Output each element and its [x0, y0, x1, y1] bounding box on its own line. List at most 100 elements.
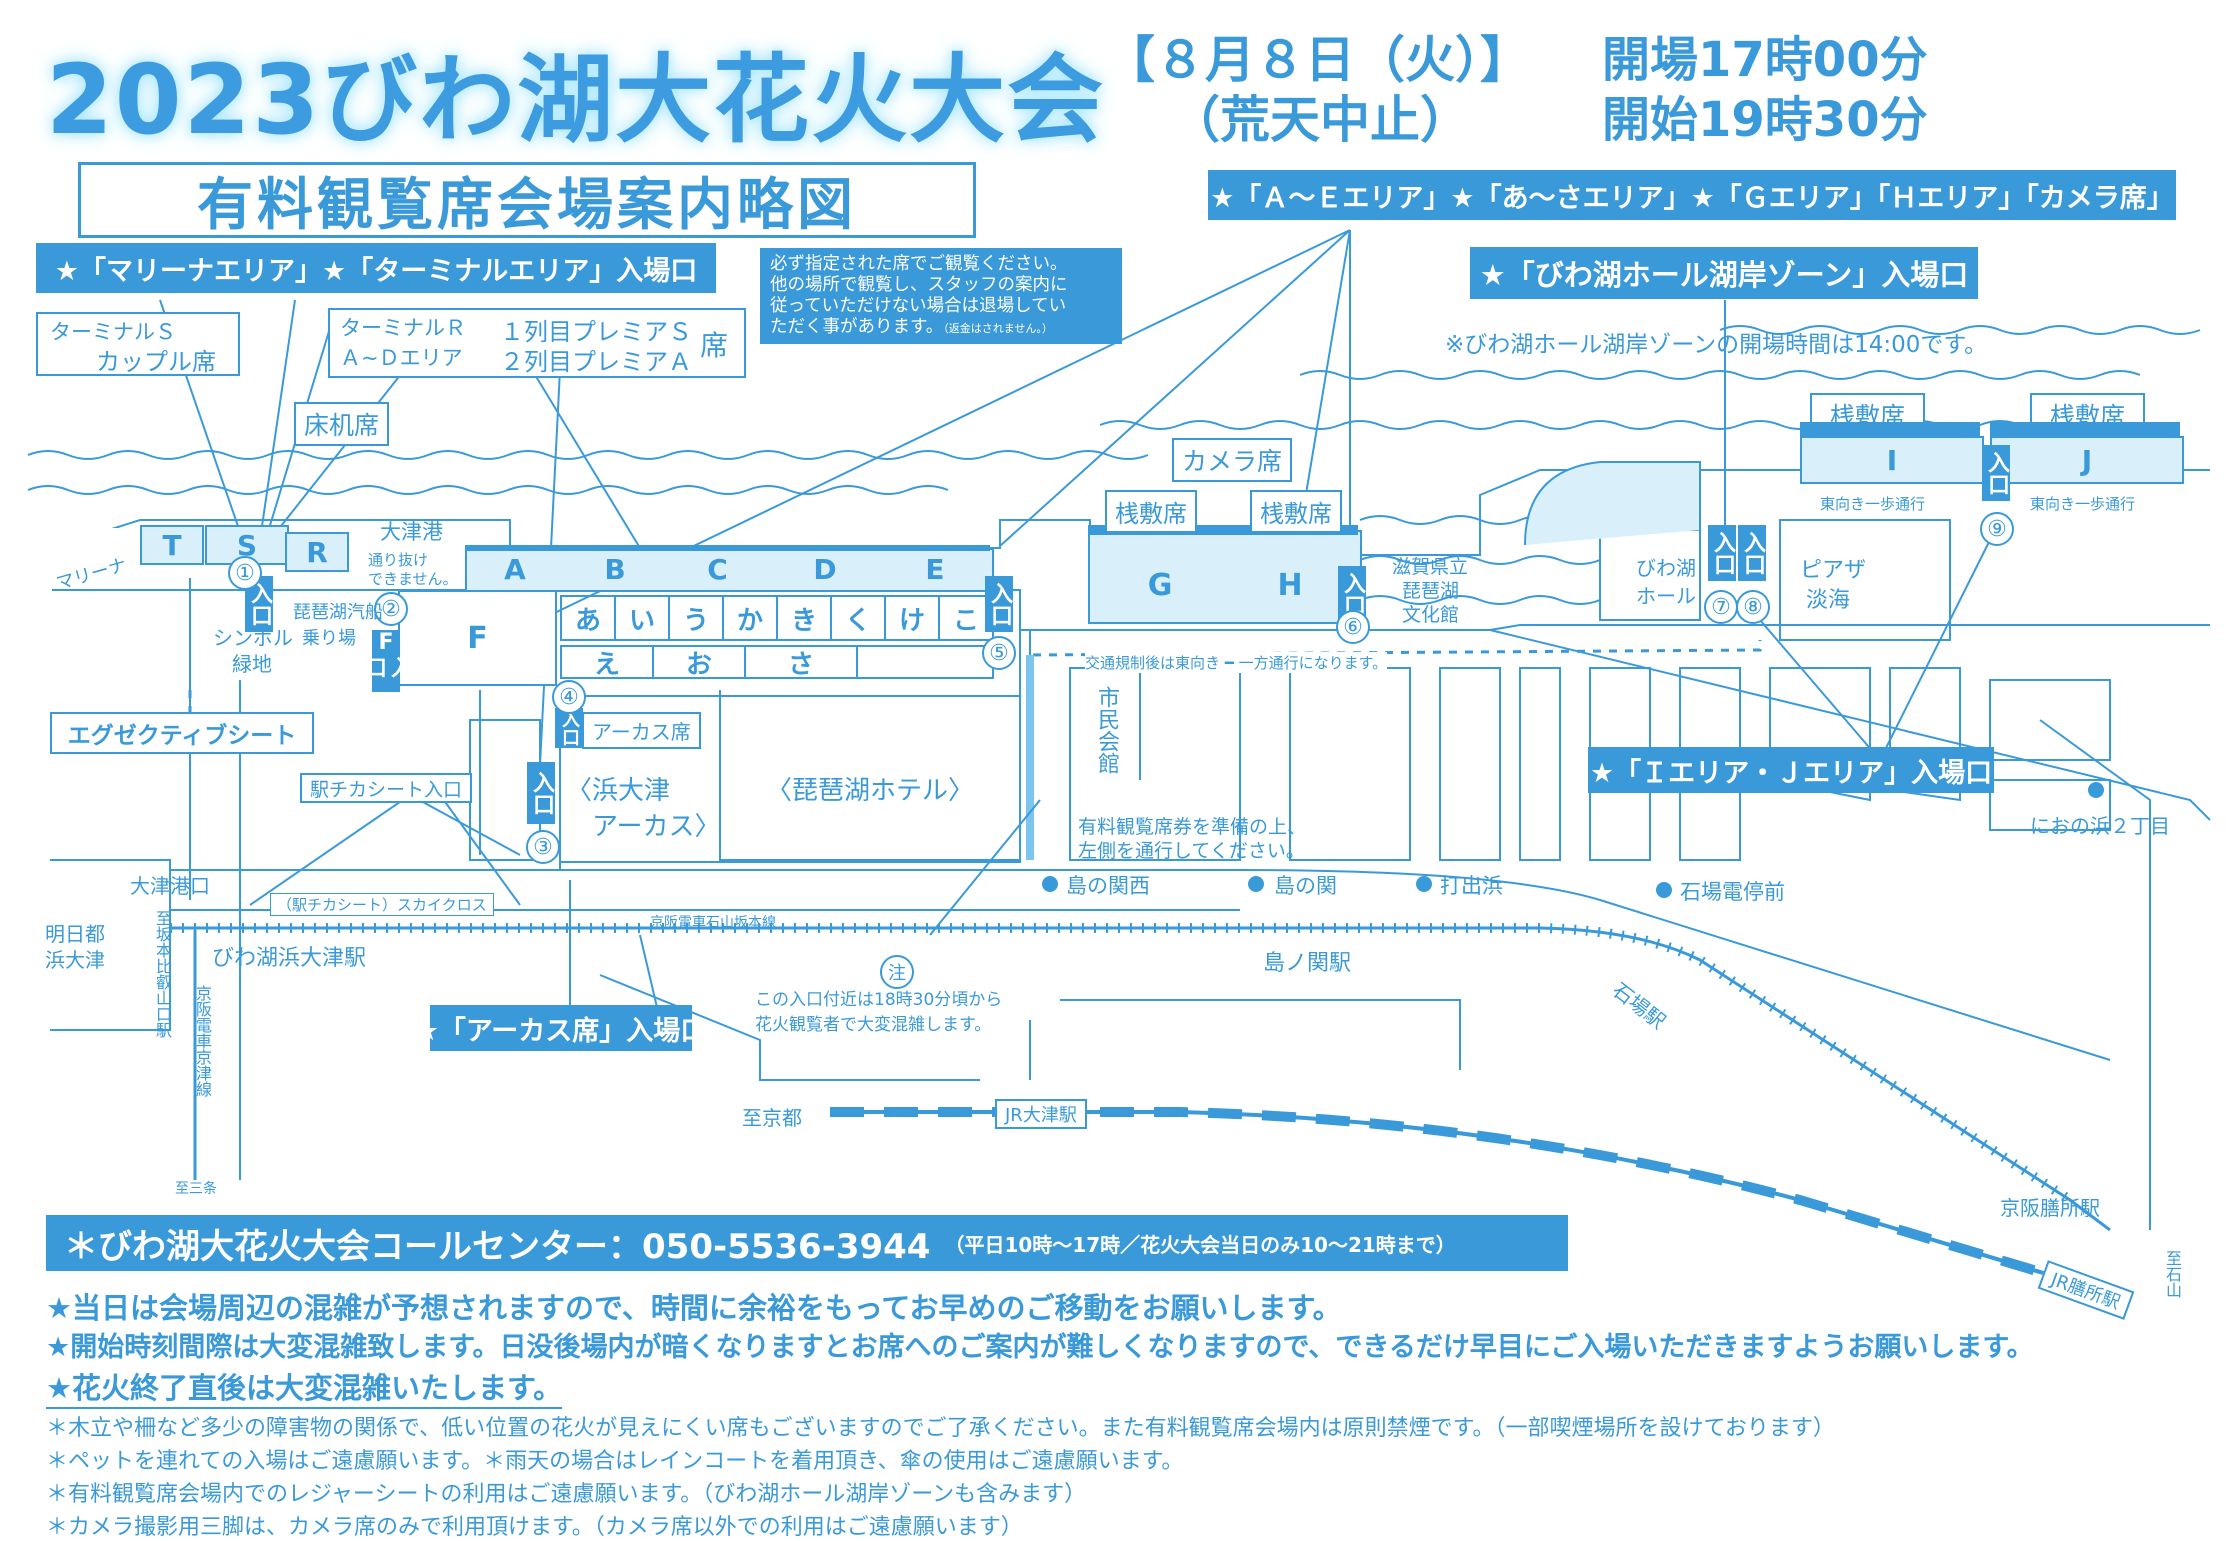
couple-seat-label: カップル席	[96, 348, 216, 376]
shimanoseki-station: 島ノ関駅	[1263, 951, 1352, 976]
area-sa-kana: さ	[746, 647, 858, 680]
area-a: A	[504, 552, 526, 586]
arcus-seat-label: アーカス席	[582, 712, 701, 749]
ad-area-label: Ａ~Ｄエリア	[340, 346, 463, 370]
congestion-note-1: この入口付近は18時30分頃から	[755, 990, 1003, 1010]
area-ke-kana: け	[886, 597, 940, 639]
bus-stop-nionohama-dot	[2088, 782, 2104, 798]
warning-line-5: （返金はされません。）	[943, 322, 1053, 335]
shimanoseki-stop: 島の関	[1274, 874, 1337, 898]
area-h: H	[1277, 567, 1303, 603]
premier-a-label: ２列目プレミアＡ	[500, 348, 692, 376]
terminal-r-premier-box: ターミナルＲ Ａ~Ｄエリア １列目プレミアＳ ２列目プレミアＡ 席	[328, 308, 746, 378]
sakamoto-direction: 至坂本比叡山口駅	[153, 910, 172, 1038]
note-2: ★開始時刻間際は大変混雑致します。日没後場内が暗くなりますとお席へのご案内が難し…	[46, 1332, 2034, 1363]
kyoto-direction: 至京都	[742, 1106, 802, 1130]
biwako-hamaotsu-station: びわ湖浜大津駅	[212, 946, 367, 971]
event-date: 【８月８日（火）】	[1105, 31, 1530, 89]
bus-stop-ishiba-dot	[1656, 882, 1672, 898]
premier-s-label: １列目プレミアＳ	[500, 318, 692, 346]
marina-terminal-entrance-label: ★「マリーナエリア」★「ターミナルエリア」入場口	[36, 243, 716, 293]
start-time: 開始19時30分	[1602, 92, 1928, 148]
sajiki-seat-g-label: 桟敷席	[1105, 490, 1197, 533]
small-note-4: ＊カメラ撮影用三脚は、カメラ席のみで利用頂けます。（カメラ席以外での利用はご遠慮…	[46, 1515, 1023, 1540]
entrance-label: 入口	[1340, 572, 1365, 616]
area-ko-kana: こ	[952, 605, 979, 636]
i-blue-band	[1800, 422, 1980, 436]
warning-line-1: 必ず指定された席でご観覧ください。	[770, 254, 1068, 274]
call-center-number: ＊びわ湖大花火大会コールセンター：050-5536-3944	[64, 1226, 931, 1267]
ashita-2: 浜大津	[45, 948, 105, 972]
biwako-hall-open-note: ※びわ湖ホール湖岸ゾーンの開場時間は14:00です。	[1445, 332, 1988, 358]
area-ki-kana: き	[778, 597, 832, 639]
entrance-label: 入口	[987, 582, 1012, 626]
hiragana-row-1: あ い う か き く け こ	[560, 595, 994, 641]
entrance-7: 入口	[1708, 525, 1736, 581]
traffic-rule-label: 交通規制後は東向き ━ 一方通行になります。	[1085, 652, 1388, 673]
hiragana-row-2: え お さ	[560, 645, 994, 680]
congestion-note-2: 花火観覧者で大変混雑します。	[755, 1015, 992, 1035]
open-time: 開場17時00分	[1602, 32, 1928, 88]
sanjo-direction: 至三条	[175, 1181, 217, 1197]
area-c: C	[707, 552, 728, 586]
jr-otsu-station: JR大津駅	[995, 1099, 1087, 1129]
hama-otsu-arcus-2: アーカス〉	[592, 812, 721, 842]
terminal-r-label: ターミナルＲ	[340, 316, 466, 340]
piazza-2: 淡海	[1806, 588, 1851, 613]
entrance-label: 入口	[1710, 531, 1735, 575]
entrance-3: 入口	[527, 762, 555, 824]
ticket-note-2: 左側を通行してください。	[1078, 840, 1305, 862]
area-t: T	[140, 525, 204, 565]
bus-stop-uchidehama-dot	[1416, 876, 1432, 892]
note-3: ★花火終了直後は大変混雑いたします。	[46, 1365, 563, 1409]
event-title: 2023びわ湖大花火大会	[46, 44, 1106, 156]
shimanoseki-west-stop: 島の関西	[1066, 874, 1150, 898]
entrance-number-2: ②	[374, 592, 408, 626]
biwako-kisen-2: 乗り場	[302, 628, 356, 649]
area-ka-kana: か	[724, 597, 778, 639]
entrance-f-letter: F	[378, 630, 394, 655]
biwako-hall-1: びわ湖	[1636, 556, 1696, 580]
entrance-number-6: ⑥	[1336, 610, 1370, 644]
no-through-1: 通り抜け	[368, 551, 429, 569]
ishiyama-direction: 至石山	[2163, 1250, 2182, 1298]
map-subtitle: 有料観覧席会場案内略図	[78, 162, 976, 238]
symbol-green-1: シンボル	[213, 626, 293, 650]
warning-line-4: ただく事があります。	[770, 317, 944, 337]
piazza-1: ピアザ	[1800, 558, 1867, 583]
area-d: D	[813, 552, 837, 586]
entrance-number-5: ⑤	[982, 636, 1016, 670]
entrance-8: 入口	[1738, 525, 1766, 581]
entrance-label: 入口	[1984, 451, 2009, 495]
area-o-kana: お	[654, 647, 746, 680]
small-note-2: ＊ペットを連れての入場はご遠慮願います。＊雨天の場合はレインコートを着用頂き、傘…	[46, 1449, 1184, 1474]
small-note-1: ＊木立や柵など多少の障害物の関係で、低い位置の花火が見えにくい席もございますので…	[46, 1416, 1835, 1441]
area-e-kana: え	[562, 647, 654, 680]
bus-stop-shimanoseki-dot	[1248, 876, 1264, 892]
note-1: ★当日は会場周辺の混雑が予想されますので、時間に余裕をもってお早めのご移動をお願…	[46, 1291, 1342, 1325]
entrance-number-3: ③	[526, 830, 560, 864]
skycross-label: （駅チカシート）スカイクロス	[270, 893, 494, 916]
entrance-number-8: ⑧	[1736, 590, 1770, 624]
area-u-kana: う	[670, 597, 724, 639]
ashita-1: 明日都	[45, 922, 105, 946]
biwako-hall-2: ホール	[1636, 584, 1696, 608]
area-ku-kana: く	[832, 597, 886, 639]
gh-blue-band	[1088, 525, 1358, 535]
entrance-number-4: ④	[552, 680, 586, 714]
terminal-s-label: ターミナルＳ	[50, 320, 176, 344]
arcus-entrance-label: ★「アーカス席」入場口	[415, 1005, 707, 1051]
symbol-green-2: 緑地	[232, 652, 272, 676]
keishin-line-label: 京阪電車京津線	[193, 985, 212, 1097]
ekichika-entrance-label: 駅チカシート入口	[300, 773, 473, 803]
seating-blue-band	[465, 545, 990, 551]
entrance-4: 入口	[555, 708, 583, 748]
warning-line-3: 従っていただけない場合は退場してい	[770, 296, 1067, 316]
shiga-bunka-2: 琵琶湖	[1402, 580, 1460, 602]
ishiba-stop: 石場電停前	[1680, 880, 1785, 904]
shiga-bunka-3: 文化館	[1402, 604, 1460, 626]
area-ae-entrance-label: ★「Ａ～Ｅエリア」★「あ～さエリア」★「Ｇエリア」「Ｈエリア」「カメラ席」	[1208, 170, 2176, 220]
biwako-kisen-1: 琵琶湖汽船	[293, 602, 383, 623]
area-g: G	[1147, 567, 1173, 603]
